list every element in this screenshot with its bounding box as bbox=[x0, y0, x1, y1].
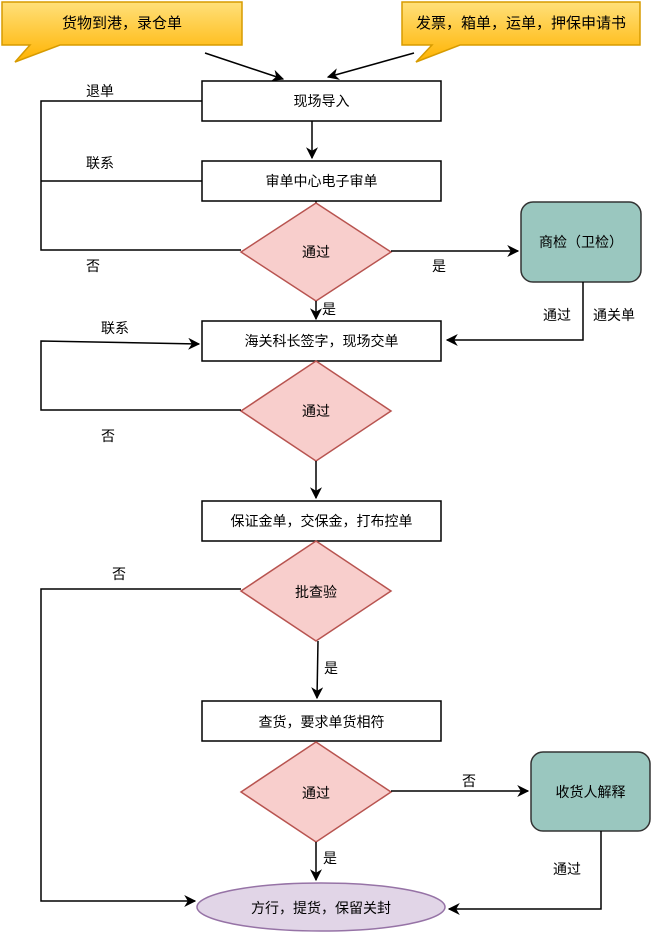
edge-explain-pass-label: 通过 bbox=[553, 862, 581, 878]
node-release-label: 方行，提货，保留关封 bbox=[251, 900, 391, 917]
node-customs-sign: 海关科长签字，现场交单 bbox=[201, 320, 442, 362]
edge-customs-doc-label: 通关单 bbox=[593, 308, 635, 324]
node-deposit-label: 保证金单，交保金，打布控单 bbox=[231, 513, 413, 530]
node-check-goods: 查货，要求单货相符 bbox=[201, 700, 442, 742]
node-review-center: 审单中心电子审单 bbox=[201, 160, 442, 202]
edge-yes1-down-label: 是 bbox=[322, 302, 336, 318]
edge-no2-label: 否 bbox=[101, 429, 115, 445]
edge-callout-left bbox=[204, 52, 285, 82]
edge-no3-label: 否 bbox=[112, 567, 126, 583]
node-pass2-label: 通过 bbox=[302, 404, 330, 420]
edge-contact2 bbox=[40, 337, 241, 411]
node-pass1: 通过 bbox=[239, 202, 393, 302]
edge-consignee-release bbox=[447, 831, 602, 915]
edge-yes4-label: 是 bbox=[323, 851, 337, 867]
node-batch-check: 批查验 bbox=[239, 540, 393, 642]
edge-inspect-pass-label: 通过 bbox=[543, 308, 571, 324]
node-consignee-explain: 收货人解释 bbox=[530, 751, 651, 832]
node-import-label: 现场导入 bbox=[294, 94, 350, 110]
edge-batch-yes-check bbox=[311, 640, 324, 700]
edge-yes3-label: 是 bbox=[324, 661, 338, 677]
edge-yes1-right-label: 是 bbox=[432, 259, 446, 275]
node-check-goods-label: 查货，要求单货相符 bbox=[259, 714, 385, 731]
node-review-center-label: 审单中心电子审单 bbox=[266, 174, 378, 190]
node-customs-sign-label: 海关科长签字，现场交单 bbox=[245, 333, 399, 350]
callout-right-text: 发票，箱单，运单，押保申请书 bbox=[416, 14, 626, 32]
node-inspection: 商检（卫检） bbox=[520, 201, 642, 283]
node-import: 现场导入 bbox=[201, 80, 442, 122]
node-pass3-label: 通过 bbox=[302, 786, 330, 802]
node-pass2: 通过 bbox=[239, 360, 393, 462]
callout-left: 货物到港，录仓单 bbox=[1, 1, 243, 63]
edge-contact2-label: 联系 bbox=[101, 321, 129, 337]
node-deposit: 保证金单，交保金，打布控单 bbox=[201, 500, 442, 542]
node-pass3: 通过 bbox=[239, 741, 393, 843]
edge-no1-label: 否 bbox=[86, 259, 100, 275]
node-pass1-label: 通过 bbox=[302, 245, 330, 261]
edge-contact1-label: 联系 bbox=[86, 156, 114, 172]
callout-left-text: 货物到港，录仓单 bbox=[62, 14, 182, 32]
edge-callout-right bbox=[326, 52, 415, 80]
node-inspection-label: 商检（卫检） bbox=[539, 235, 623, 251]
node-batch-check-label: 批查验 bbox=[295, 585, 337, 601]
edge-no4-label: 否 bbox=[462, 774, 476, 790]
edge-return-doc-label: 退单 bbox=[86, 84, 114, 100]
callout-right: 发票，箱单，运单，押保申请书 bbox=[401, 1, 641, 63]
edge-batch-no-release bbox=[40, 588, 241, 907]
edge-return-doc bbox=[40, 100, 241, 251]
node-consignee-explain-label: 收货人解释 bbox=[556, 784, 626, 801]
node-release: 方行，提货，保留关封 bbox=[196, 882, 446, 932]
edge-inspection-customs bbox=[445, 282, 584, 346]
